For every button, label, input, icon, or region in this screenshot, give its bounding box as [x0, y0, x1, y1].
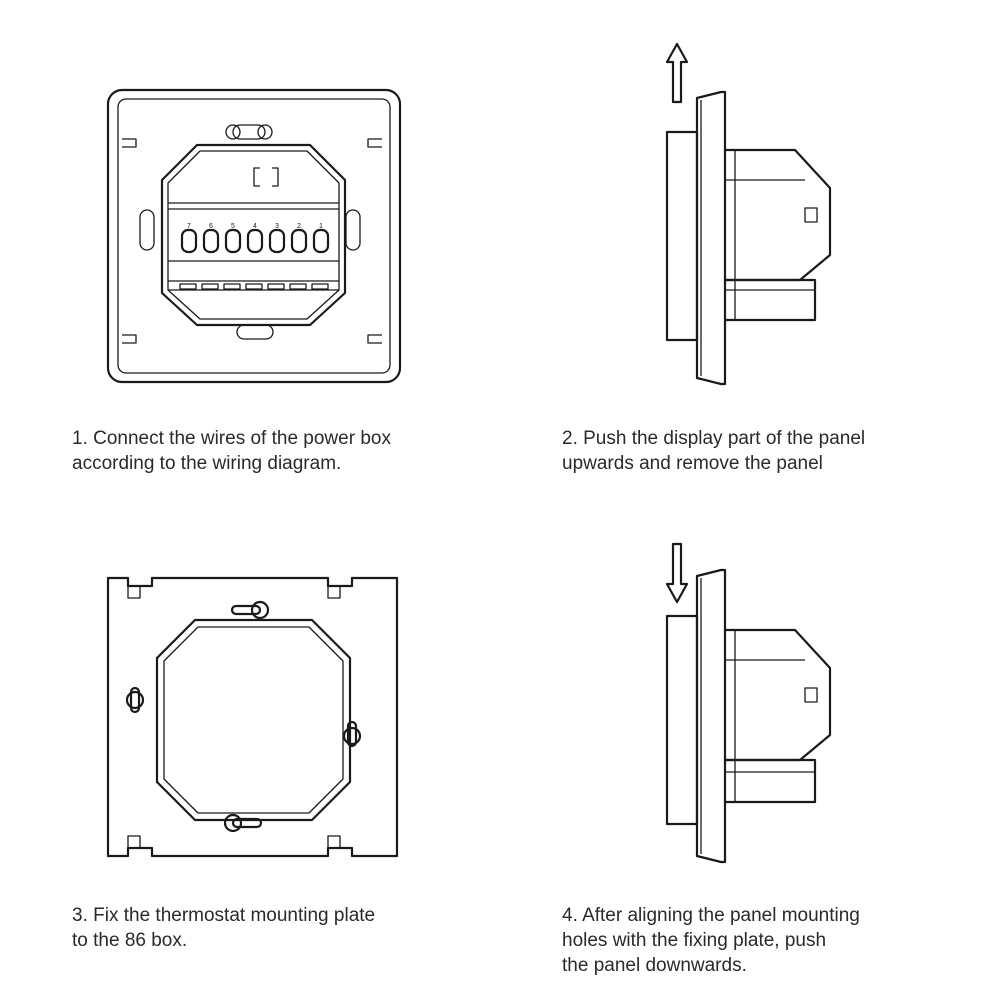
keyhole-left [125, 686, 145, 714]
step1-caption: 1. Connect the wires of the power box ac… [72, 426, 391, 476]
caption-line: the panel downwards. [562, 955, 747, 976]
rear-body [723, 148, 832, 282]
terminal-label: 2 [297, 223, 301, 230]
caption-line: 4. After aligning the panel mounting [562, 905, 860, 926]
caption-line: 1. Connect the wires of the power box [72, 428, 391, 449]
display-part [665, 130, 699, 342]
arrow-up-icon [665, 42, 689, 104]
terminal-label: 3 [275, 223, 279, 230]
terminal-label: 6 [209, 223, 213, 230]
caption-line: according to the wiring diagram. [72, 453, 342, 474]
step1-diagram: 7 6 5 4 3 2 1 [100, 85, 410, 395]
panel-side-view-attach [665, 542, 832, 864]
step2-caption: 2. Push the display part of the panel up… [562, 426, 865, 476]
display-part [665, 614, 699, 826]
keyhole-top [230, 600, 270, 620]
keyhole-right [345, 209, 361, 251]
outer-frame [106, 88, 402, 384]
terminal-label: 4 [253, 223, 257, 230]
terminal-housing [160, 143, 347, 327]
inner-frame [117, 98, 391, 374]
terminal-label: 5 [231, 223, 235, 230]
keyhole-right [342, 720, 362, 748]
plate-outline [106, 576, 399, 858]
panel-frame [695, 568, 727, 864]
caption-line: upwards and remove the panel [562, 453, 823, 474]
back-panel-front-view: 7 6 5 4 3 2 1 [106, 88, 402, 384]
step3-caption: 3. Fix the thermostat mounting plate to … [72, 903, 375, 953]
box-opening [155, 618, 352, 822]
step2-diagram [655, 40, 845, 390]
step4-diagram [655, 540, 845, 870]
keyhole-bottom [236, 324, 274, 340]
center-bracket [253, 167, 279, 187]
terminal-block [180, 228, 330, 254]
panel-side-view-remove [665, 42, 832, 386]
caption-line: 2. Push the display part of the panel [562, 428, 866, 449]
step3-diagram [100, 570, 405, 865]
caption-line: 3. Fix the thermostat mounting plate [72, 905, 376, 926]
terminal-label: 7 [187, 223, 191, 230]
keyhole-left [139, 209, 155, 251]
corner-clips [122, 138, 382, 344]
caption-line: holes with the fixing plate, push [562, 930, 827, 951]
rear-body [723, 628, 832, 762]
mounting-plate [106, 576, 399, 858]
caption-line: to the 86 box. [72, 930, 188, 951]
screw-row [179, 283, 329, 290]
terminal-label: 1 [319, 223, 323, 230]
keyhole-bottom [223, 813, 263, 833]
arrow-down-icon [665, 542, 689, 604]
panel-frame [695, 90, 727, 386]
step4-caption: 4. After aligning the panel mounting hol… [562, 903, 860, 978]
keyhole-top [225, 124, 273, 140]
